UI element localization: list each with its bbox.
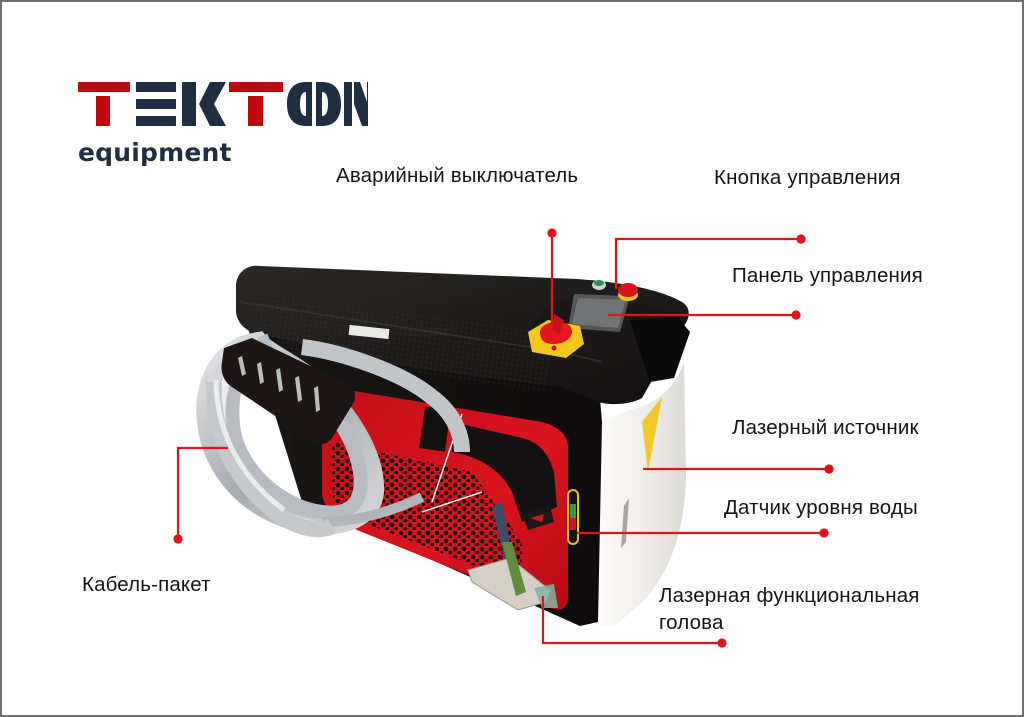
tekton-wordmark — [78, 82, 368, 126]
logo-letter-t1 — [78, 82, 130, 126]
label-laser-head-line2: голова — [659, 611, 724, 634]
label-laser-source: Лазерный источник — [732, 416, 919, 439]
emergency-switch-knob — [540, 321, 573, 344]
logo-letter-n — [344, 82, 368, 126]
logo-subtitle: equipment — [78, 138, 232, 167]
side-handle — [621, 498, 629, 548]
label-emergency-switch: Аварийный выключатель — [336, 164, 579, 187]
front-bracket — [452, 422, 557, 522]
side-panel — [598, 362, 686, 627]
nameplate — [348, 324, 390, 340]
top-vents — [249, 291, 555, 393]
logo-letter-t2 — [229, 82, 283, 126]
side-yellow-stripe — [642, 397, 662, 472]
logo-letter-e — [136, 82, 176, 126]
label-cable-package: Кабель-пакет — [82, 573, 211, 596]
logo-letter-k — [182, 82, 226, 126]
laser-head-board — [502, 542, 526, 596]
gun-holder-plate — [221, 338, 356, 445]
green-button — [594, 280, 604, 286]
label-water-level-sensor: Датчик уровня воды — [724, 496, 918, 519]
label-laser-head-line1: Лазерная функциональная — [659, 584, 920, 607]
logo-letter-o — [287, 82, 341, 126]
label-control-panel: Панель управления — [732, 264, 923, 287]
handle-slot — [630, 318, 690, 382]
red-stop-button — [618, 283, 638, 297]
label-control-button: Кнопка управления — [714, 166, 901, 189]
